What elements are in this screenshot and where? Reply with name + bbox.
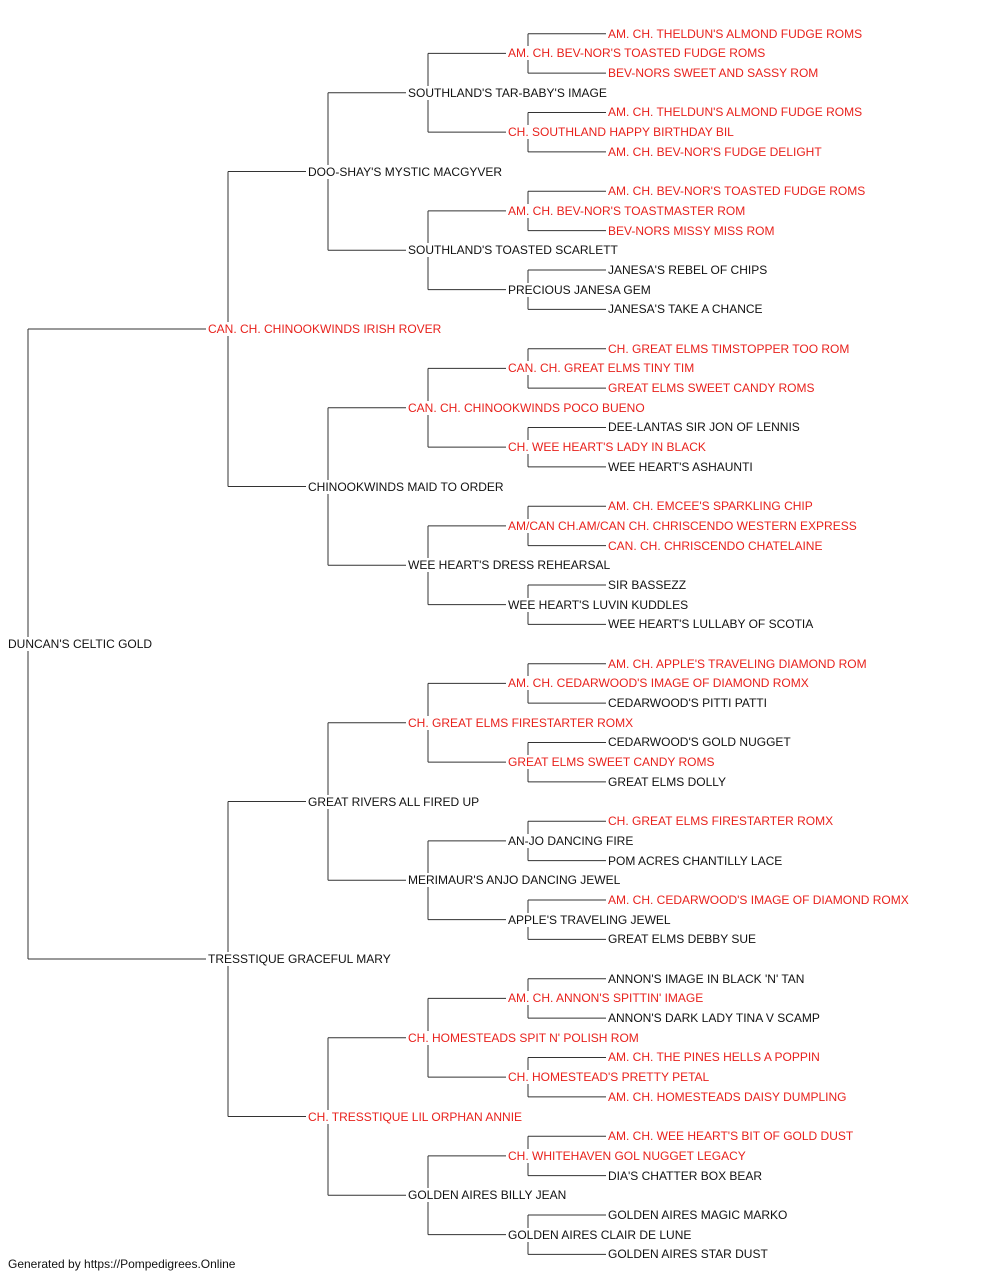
dog-name: SOUTHLAND'S TAR-BABY'S IMAGE — [406, 85, 609, 100]
dog-name: CAN. CH. CHINOOKWINDS IRISH ROVER — [206, 322, 444, 336]
dog-name: AM. CH. BEV-NOR'S TOASTED FUDGE ROMS — [506, 46, 768, 61]
dog-name: GOLDEN AIRES CLAIR DE LUNE — [506, 1227, 694, 1242]
dog-name: DOO-SHAY'S MYSTIC MACGYVER — [306, 164, 505, 179]
dog-name: DEE-LANTAS SIR JON OF LENNIS — [606, 420, 802, 435]
dog-name: TRESSTIQUE GRACEFUL MARY — [206, 952, 393, 966]
dog-name: SIR BASSEZZ — [606, 577, 689, 592]
dog-name: AM. CH. EMCEE'S SPARKLING CHIP — [606, 499, 815, 514]
dog-name: AM. CH. CEDARWOOD'S IMAGE OF DIAMOND ROM… — [506, 676, 811, 691]
dog-name: AM. CH. APPLE'S TRAVELING DIAMOND ROM — [606, 656, 869, 671]
dog-name: GREAT ELMS SWEET CANDY ROMS — [506, 755, 717, 770]
dog-name: GOLDEN AIRES MAGIC MARKO — [606, 1207, 790, 1222]
dog-name: BEV-NORS MISSY MISS ROM — [606, 223, 777, 238]
dog-name: CH. WHITEHAVEN GOL NUGGET LEGACY — [506, 1148, 748, 1163]
dog-name: AM. CH. THE PINES HELLS A POPPIN — [606, 1050, 822, 1065]
dog-name: POM ACRES CHANTILLY LACE — [606, 853, 785, 868]
dog-name: CH. HOMESTEAD'S PRETTY PETAL — [506, 1070, 712, 1085]
dog-name: ANNON'S DARK LADY TINA V SCAMP — [606, 1011, 822, 1026]
dog-name: AM. CH. WEE HEART'S BIT OF GOLD DUST — [606, 1129, 856, 1144]
dog-name: CHINOOKWINDS MAID TO ORDER — [306, 479, 506, 494]
dog-name: CH. SOUTHLAND HAPPY BIRTHDAY BIL — [506, 125, 736, 140]
dog-name: PRECIOUS JANESA GEM — [506, 282, 653, 297]
dog-name: BEV-NORS SWEET AND SASSY ROM — [606, 66, 821, 81]
dog-name: AM. CH. BEV-NOR'S FUDGE DELIGHT — [606, 144, 824, 159]
dog-name: DIA'S CHATTER BOX BEAR — [606, 1168, 765, 1183]
dog-name: AM/CAN CH.AM/CAN CH. CHRISCENDO WESTERN … — [506, 518, 859, 533]
dog-name: WEE HEART'S LUVIN KUDDLES — [506, 597, 691, 612]
dog-name: JANESA'S TAKE A CHANCE — [606, 302, 765, 317]
dog-name: CAN. CH. CHRISCENDO CHATELAINE — [606, 538, 825, 553]
dog-name: AM. CH. ANNON'S SPITTIN' IMAGE — [506, 991, 706, 1006]
dog-name: CEDARWOOD'S PITTI PATTI — [606, 696, 769, 711]
dog-name: GREAT ELMS SWEET CANDY ROMS — [606, 381, 817, 396]
dog-name: AM. CH. THELDUN'S ALMOND FUDGE ROMS — [606, 105, 865, 120]
dog-name: DUNCAN'S CELTIC GOLD — [6, 637, 155, 651]
dog-name: CAN. CH. GREAT ELMS TINY TIM — [506, 361, 697, 376]
dog-name: SOUTHLAND'S TOASTED SCARLETT — [406, 243, 620, 258]
dog-name: GREAT RIVERS ALL FIRED UP — [306, 794, 482, 809]
dog-name: CH. TRESSTIQUE LIL ORPHAN ANNIE — [306, 1109, 525, 1124]
dog-name: AM. CH. BEV-NOR'S TOASTMASTER ROM — [506, 203, 748, 218]
dog-name: APPLE'S TRAVELING JEWEL — [506, 912, 673, 927]
dog-name: GREAT ELMS DEBBY SUE — [606, 932, 759, 947]
dog-name: ANNON'S IMAGE IN BLACK 'N' TAN — [606, 971, 807, 986]
dog-name: WEE HEART'S DRESS REHEARSAL — [406, 558, 613, 573]
dog-name: CH. WEE HEART'S LADY IN BLACK — [506, 440, 708, 455]
dog-name: GOLDEN AIRES BILLY JEAN — [406, 1188, 569, 1203]
dog-name: GREAT ELMS DOLLY — [606, 774, 729, 789]
dog-name: AM. CH. CEDARWOOD'S IMAGE OF DIAMOND ROM… — [606, 892, 911, 907]
dog-name: CEDARWOOD'S GOLD NUGGET — [606, 735, 793, 750]
dog-name: WEE HEART'S LULLABY OF SCOTIA — [606, 617, 816, 632]
dog-name: JANESA'S REBEL OF CHIPS — [606, 262, 770, 277]
dog-name: AM. CH. HOMESTEADS DAISY DUMPLING — [606, 1089, 849, 1104]
dog-name: CH. GREAT ELMS FIRESTARTER ROMX — [606, 814, 836, 829]
dog-name: AM. CH. BEV-NOR'S TOASTED FUDGE ROMS — [606, 184, 868, 199]
dog-name: GOLDEN AIRES STAR DUST — [606, 1247, 770, 1262]
footer-credit: Generated by https://Pompedigrees.Online — [8, 1257, 236, 1271]
dog-name: CAN. CH. CHINOOKWINDS POCO BUENO — [406, 400, 647, 415]
dog-name: CH. GREAT ELMS TIMSTOPPER TOO ROM — [606, 341, 852, 356]
dog-name: WEE HEART'S ASHAUNTI — [606, 459, 755, 474]
dog-name: CH. HOMESTEADS SPIT N' POLISH ROM — [406, 1030, 641, 1045]
dog-name: CH. GREAT ELMS FIRESTARTER ROMX — [406, 715, 636, 730]
dog-name: AM. CH. THELDUN'S ALMOND FUDGE ROMS — [606, 26, 865, 41]
dog-name: AN-JO DANCING FIRE — [506, 833, 636, 848]
dog-name: MERIMAUR'S ANJO DANCING JEWEL — [406, 873, 623, 888]
